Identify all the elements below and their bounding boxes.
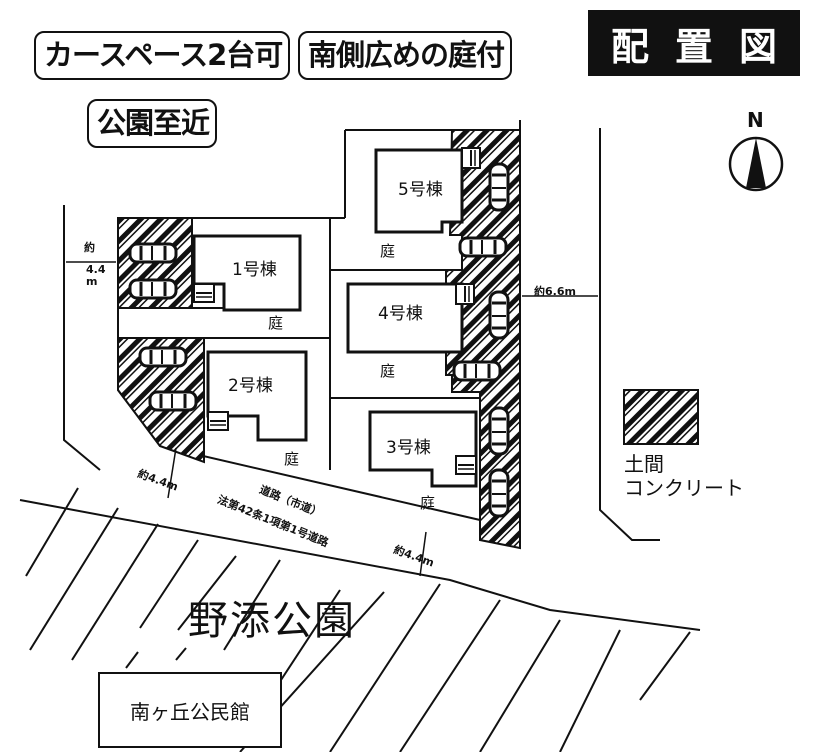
community-hall-label: 南ヶ丘公民館 — [130, 699, 250, 724]
building-label-1: 1号棟 — [232, 260, 277, 280]
legend-line-1: 土間 — [624, 452, 664, 476]
yard-label-3: 庭 — [420, 494, 436, 512]
yard-label-4: 庭 — [380, 362, 396, 380]
title-char-2: 置 — [674, 24, 713, 69]
east-road-width: 約6.6m — [534, 285, 576, 298]
yard-label-2: 庭 — [284, 450, 300, 468]
west-road-width-value: 4.4 — [86, 263, 106, 276]
west-road-width-prefix: 約 — [84, 241, 95, 254]
building-label-3: 3号棟 — [386, 438, 431, 458]
title-char-3: 図 — [738, 24, 777, 69]
building-label-4: 4号棟 — [378, 304, 423, 324]
west-road-width-unit: m — [86, 275, 98, 288]
feature-tag-garden: 南側広めの庭付 — [298, 31, 513, 80]
page-title: 配 置 図 — [588, 10, 800, 76]
yard-label-5: 庭 — [380, 242, 396, 260]
yard-label-1: 庭 — [268, 314, 284, 332]
feature-tag-parking: カースペース2台可 — [34, 31, 291, 80]
building-label-5: 5号棟 — [398, 180, 443, 200]
feature-tag-park-nearby: 公園至近 — [87, 99, 218, 148]
north-label: N — [747, 108, 764, 132]
legend-line-2: コンクリート — [624, 476, 744, 500]
community-hall: 南ヶ丘公民館 — [98, 672, 282, 748]
building-label-2: 2号棟 — [228, 376, 273, 396]
title-char-1: 配 — [610, 24, 649, 69]
legend: 土間 コンクリート — [624, 452, 744, 500]
park-label: 野添公園 — [188, 598, 356, 644]
